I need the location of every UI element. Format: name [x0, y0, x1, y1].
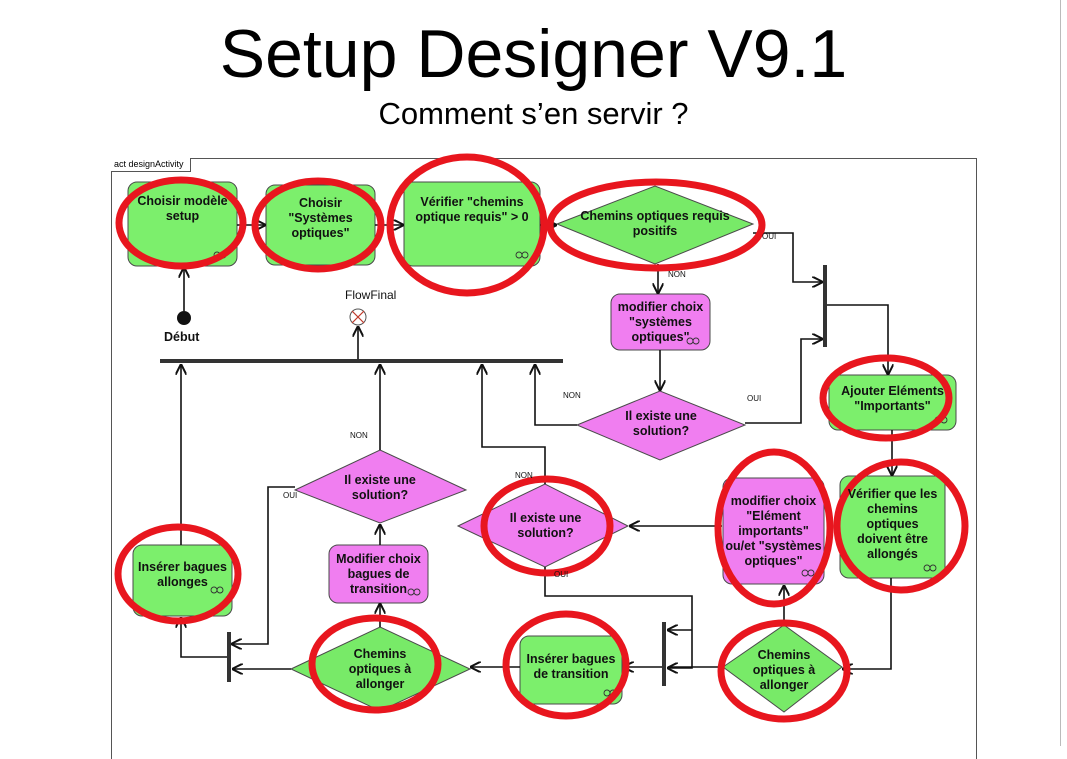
node-modifier-systemes: modifier choix "systèmes optiques" — [617, 299, 704, 344]
frame-label: act designActivity — [111, 158, 191, 172]
diagram-frame — [111, 158, 977, 759]
highlight-solution-3 — [480, 475, 614, 577]
page-title: Setup Designer V9.1 — [219, 16, 848, 92]
node-chemins-allonger-1: Chemins optiques à allonger — [348, 646, 412, 691]
decision-solution-1 — [575, 390, 747, 461]
join-bar-top — [160, 359, 563, 363]
edge-label-oui-1: OUI — [762, 232, 777, 241]
edge-label-non-2: NON — [563, 391, 581, 400]
page-subtitle: Comment s’en servir ? — [378, 96, 689, 131]
join-bar-bottom-mid — [662, 622, 666, 686]
highlight-verifier-allonges — [833, 458, 969, 594]
highlight-inserer-transition — [502, 610, 630, 720]
highlight-ellipses — [114, 153, 969, 723]
edge-label-non-1: NON — [668, 270, 686, 279]
flowfinal-node — [349, 308, 367, 326]
action-box-inserer-transition — [519, 635, 623, 705]
edge-label-oui-4: OUI — [554, 570, 569, 579]
node-modifier-bagues: Modifier choix bagues de transition — [336, 551, 421, 596]
decision-solution-3 — [456, 483, 630, 568]
action-box-modifier-elements — [722, 477, 825, 585]
start-label: Début — [164, 330, 200, 344]
node-existe-solution-2: Il existe une solution? — [344, 473, 416, 502]
node-ajouter-elements: Ajouter Eléments "Importants" — [841, 384, 944, 413]
highlight-inserer-allonges — [114, 523, 242, 625]
action-box-inserer-allonges — [132, 544, 233, 617]
join-bar-right — [823, 265, 827, 347]
page-edge — [1060, 0, 1061, 746]
node-verifier-allonges: Vérifier que les chemins optiques doiven… — [847, 486, 938, 561]
edge-label-oui-3: OUI — [283, 491, 298, 500]
highlight-verifier-chemins — [386, 153, 548, 297]
decision-chemins-positifs — [555, 185, 755, 265]
node-chemins-positifs: Chemins optiques requis positifs — [580, 209, 730, 238]
edge-label-non-3: NON — [350, 431, 368, 440]
node-existe-solution-1: Il existe une solution? — [625, 409, 697, 438]
node-inserer-transition: Insérer bagues de transition — [526, 652, 616, 681]
node-modifier-elements: modifier choix "Elément importants" ou/e… — [725, 493, 822, 568]
edge-label-oui-2: OUI — [747, 394, 762, 403]
node-inserer-allonges: Insérer bagues allonges — [138, 560, 227, 589]
node-existe-solution-3: Il existe une solution? — [509, 511, 582, 540]
edge-label-non-4: NON — [515, 471, 533, 480]
highlight-choisir-modele — [115, 176, 247, 270]
decision-solution-2 — [293, 449, 468, 524]
highlight-allonger-2 — [717, 619, 851, 723]
highlight-allonger-1 — [308, 614, 442, 714]
flowfinal-label: FlowFinal — [345, 288, 397, 302]
join-bar-bottom-left — [227, 632, 231, 682]
node-chemins-allonger-2: Chemins optiques à allonger — [752, 647, 816, 692]
highlight-chemins-positifs — [546, 178, 766, 272]
node-choisir-systemes: Choisir "Systèmes optiques" — [288, 195, 353, 240]
highlight-modifier-elements — [714, 448, 834, 608]
node-verifier-chemins: Vérifier "chemins optique requis" > 0 — [415, 195, 529, 224]
node-choisir-modele: Choisir modèle setup — [137, 194, 228, 223]
start-node — [177, 311, 191, 325]
rake-icons — [210, 251, 948, 697]
highlight-ajouter-elements — [819, 354, 953, 442]
highlight-choisir-systemes — [251, 177, 385, 273]
